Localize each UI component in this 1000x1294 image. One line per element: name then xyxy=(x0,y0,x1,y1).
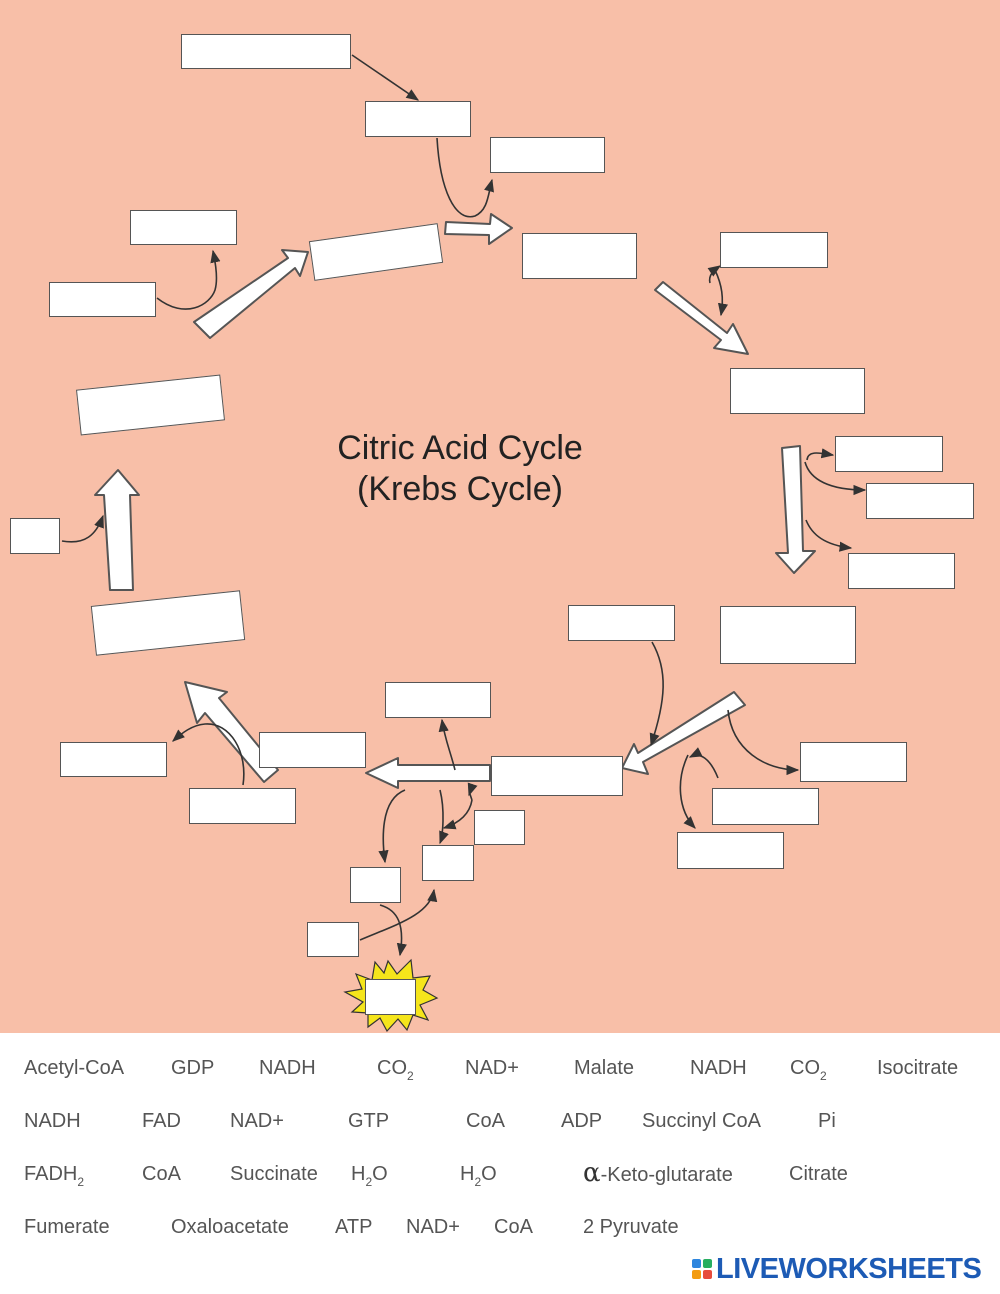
word-acetyl-coa[interactable]: Acetyl-CoA xyxy=(24,1057,125,1079)
big-arrow-left xyxy=(94,469,140,591)
word-h2o[interactable]: H2O xyxy=(460,1163,497,1189)
answer-blank-24[interactable] xyxy=(712,788,819,825)
answer-blank-2[interactable] xyxy=(365,101,471,137)
liveworksheets-logo: LIVEWORKSHEETS xyxy=(692,1252,982,1285)
title-line-2: (Krebs Cycle) xyxy=(357,470,563,508)
word-succinate[interactable]: Succinate xyxy=(230,1163,318,1185)
answer-blank-12[interactable] xyxy=(866,483,974,519)
word-nadh[interactable]: NADH xyxy=(259,1057,316,1079)
answer-blank-30[interactable] xyxy=(365,979,416,1015)
answer-blank-4[interactable] xyxy=(130,210,237,245)
big-arrow-bottom xyxy=(365,757,491,789)
word-bank-row-3: FADH2 CoA Succinate H2O H2O α-Keto-gluta… xyxy=(0,1158,1000,1197)
answer-blank-22[interactable] xyxy=(491,756,623,796)
answer-blank-8[interactable] xyxy=(49,282,156,317)
word-bank-row-2: NADH FAD NAD+ GTP CoA ADP Succinyl CoA P… xyxy=(0,1110,1000,1144)
alpha-symbol: α xyxy=(583,1158,601,1188)
diagram-title: Citric Acid Cycle (Krebs Cycle) xyxy=(260,428,660,510)
subscript: 2 xyxy=(407,1069,414,1083)
word-co2-text: CO xyxy=(377,1057,407,1079)
answer-blank-19[interactable] xyxy=(259,732,366,768)
word-fadh2-text: FADH xyxy=(24,1163,78,1185)
answer-blank-1[interactable] xyxy=(181,34,351,69)
word-2-pyruvate[interactable]: 2 Pyruvate xyxy=(583,1216,679,1238)
word-nadh[interactable]: NADH xyxy=(690,1057,747,1079)
answer-blank-28[interactable] xyxy=(350,867,401,903)
word-fadh2[interactable]: FADH2 xyxy=(24,1163,84,1189)
answer-blank-23[interactable] xyxy=(189,788,296,824)
big-arrow-top xyxy=(444,213,513,245)
word-oxaloacetate[interactable]: Oxaloacetate xyxy=(171,1216,289,1238)
word-h-text: H xyxy=(351,1163,366,1185)
big-arrow-bottom-left xyxy=(184,681,279,783)
word-bank-row-1: Acetyl-CoA GDP NADH CO2 NAD+ Malate NADH… xyxy=(0,1057,1000,1091)
word-bank-row-4: Fumerate Oxaloacetate ATP NAD+ CoA 2 Pyr… xyxy=(0,1216,1000,1250)
subscript: 2 xyxy=(77,1175,85,1189)
answer-blank-26[interactable] xyxy=(677,832,784,869)
big-arrow-top-left xyxy=(193,249,309,339)
word-nad-plus[interactable]: NAD+ xyxy=(406,1216,460,1238)
word-h2o[interactable]: H2O xyxy=(351,1163,388,1189)
word-h-text: H xyxy=(460,1163,475,1185)
answer-blank-29[interactable] xyxy=(307,922,359,957)
word-fumerate[interactable]: Fumerate xyxy=(24,1216,110,1238)
answer-blank-16[interactable] xyxy=(568,605,675,641)
word-o-text: O xyxy=(481,1163,497,1185)
answer-blank-3[interactable] xyxy=(490,137,605,173)
word-nad-plus[interactable]: NAD+ xyxy=(230,1110,284,1132)
answer-blank-13[interactable] xyxy=(10,518,60,554)
answer-blank-6[interactable] xyxy=(522,233,637,279)
answer-blank-27[interactable] xyxy=(422,845,474,881)
word-co2[interactable]: CO2 xyxy=(790,1057,827,1083)
word-gdp[interactable]: GDP xyxy=(171,1057,215,1079)
answer-blank-20[interactable] xyxy=(60,742,167,777)
word-bank: Acetyl-CoA GDP NADH CO2 NAD+ Malate NADH… xyxy=(0,1033,1000,1294)
big-arrow-bottom-right xyxy=(621,691,746,775)
cycle-diagram: Citric Acid Cycle (Krebs Cycle) xyxy=(0,0,1000,1033)
word-fad[interactable]: FAD xyxy=(142,1110,181,1132)
big-arrow-right xyxy=(775,445,816,574)
word-coa[interactable]: CoA xyxy=(142,1163,181,1185)
word-atp[interactable]: ATP xyxy=(335,1216,373,1238)
word-gtp[interactable]: GTP xyxy=(348,1110,390,1132)
title-line-1: Citric Acid Cycle xyxy=(337,429,583,467)
word-citrate[interactable]: Citrate xyxy=(789,1163,848,1185)
answer-blank-7[interactable] xyxy=(720,232,828,268)
liveworksheets-logo-text: LIVEWORKSHEETS xyxy=(716,1252,982,1285)
word-co2[interactable]: CO2 xyxy=(377,1057,414,1083)
answer-blank-9[interactable] xyxy=(730,368,865,414)
word-nad-plus[interactable]: NAD+ xyxy=(465,1057,519,1079)
big-arrow-top-right xyxy=(654,281,749,355)
answer-blank-18[interactable] xyxy=(385,682,491,718)
word-adp[interactable]: ADP xyxy=(561,1110,603,1132)
answer-blank-21[interactable] xyxy=(800,742,907,782)
subscript: 2 xyxy=(365,1175,373,1189)
word-nadh[interactable]: NADH xyxy=(24,1110,81,1132)
word-malate[interactable]: Malate xyxy=(574,1057,635,1079)
subscript: 2 xyxy=(820,1069,827,1083)
answer-blank-25[interactable] xyxy=(474,810,525,845)
word-o-text: O xyxy=(372,1163,388,1185)
word-keto-glutarate-text: -Keto-glutarate xyxy=(600,1164,733,1186)
word-coa[interactable]: CoA xyxy=(466,1110,505,1132)
word-succinyl-coa[interactable]: Succinyl CoA xyxy=(642,1110,761,1132)
answer-blank-14[interactable] xyxy=(848,553,955,589)
word-pi[interactable]: Pi xyxy=(818,1110,836,1132)
word-coa[interactable]: CoA xyxy=(494,1216,533,1238)
word-isocitrate[interactable]: Isocitrate xyxy=(877,1057,959,1079)
word-co2-text: CO xyxy=(790,1057,820,1079)
subscript: 2 xyxy=(474,1175,482,1189)
answer-blank-11[interactable] xyxy=(835,436,943,472)
liveworksheets-logo-icon xyxy=(692,1259,712,1279)
word-alpha-keto-glutarate[interactable]: α-Keto-glutarate xyxy=(583,1158,733,1188)
answer-blank-17[interactable] xyxy=(720,606,856,664)
